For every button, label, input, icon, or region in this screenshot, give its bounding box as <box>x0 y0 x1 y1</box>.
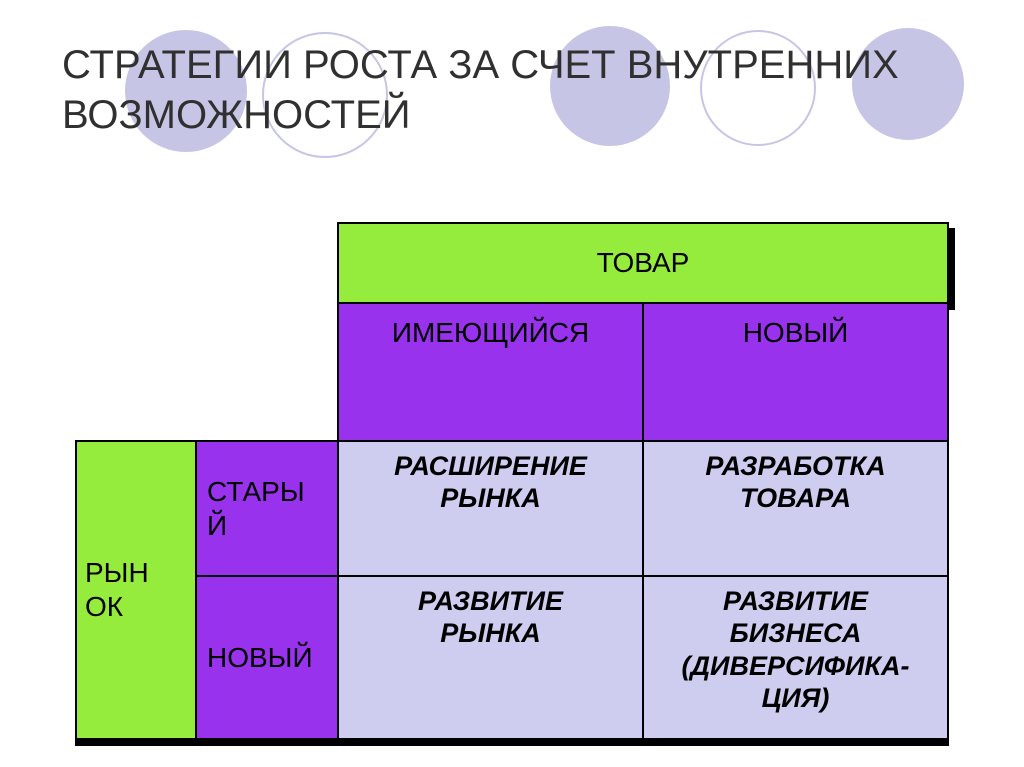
matrix-cell-market-expansion: РАСШИРЕНИЕ РЫНКА <box>337 440 644 577</box>
row-group-header-market: РЫНОК <box>75 440 197 740</box>
column-header-new: НОВЫЙ <box>642 302 949 442</box>
decorative-circle-3 <box>550 26 670 146</box>
matrix-cell-product-development: РАЗРАБОТКА ТОВАРА <box>642 440 949 577</box>
column-header-existing: ИМЕЮЩИЙСЯ <box>337 302 644 442</box>
decorative-circle-5 <box>852 28 964 140</box>
matrix-cell-market-development: РАЗВИТИЕ РЫНКА <box>337 575 644 740</box>
column-group-header-product: ТОВАР <box>337 222 949 304</box>
slide-title: СТРАТЕГИИ РОСТА ЗА СЧЕТ ВНУТРЕННИХ ВОЗМО… <box>62 43 899 137</box>
row-header-old: СТАРЫЙ <box>195 440 339 577</box>
decorative-circle-1 <box>125 30 247 152</box>
decorative-circle-4 <box>700 30 816 146</box>
decorative-circle-2 <box>262 32 388 158</box>
row-header-new: НОВЫЙ <box>195 575 339 740</box>
matrix-cell-business-development-diversification: РАЗВИТИЕ БИЗНЕСА (ДИВЕРСИФИКА-ЦИЯ) <box>642 575 949 740</box>
